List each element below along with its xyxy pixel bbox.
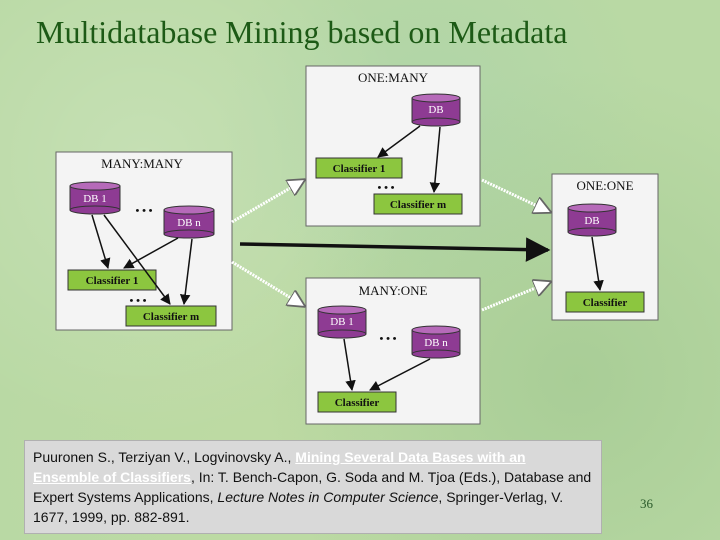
slide-title: Multidatabase Mining based on Metadata (36, 14, 568, 50)
one-many-dots: • • • (377, 182, 394, 194)
many-one-panel: MANY:ONE DB 1 • • • DB n Classifier (305, 277, 481, 425)
many-one-dbn-label: DB n (424, 337, 448, 349)
citation-tail: , Springer-Verlag, V. 1677, 1999, pp. 88… (33, 489, 564, 525)
one-one-title: ONE:ONE (576, 178, 633, 193)
arrow-many-many-to-one-one (239, 237, 551, 262)
many-many-panel: MANY:MANY DB 1 • • • DB n Classifier 1 •… (55, 151, 233, 331)
many-many-db1-cylinder: DB 1 (69, 181, 121, 215)
citation-series: Lecture Notes in Computer Science (217, 489, 439, 505)
many-one-title: MANY:ONE (359, 283, 428, 298)
one-one-arrow (591, 236, 604, 292)
many-one-dots: • • • (379, 333, 396, 345)
citation-authors: Puuronen S., Terziyan V., Logvinovsky A.… (33, 449, 296, 465)
one-many-classifier-1 (315, 157, 403, 179)
many-one-classifier (317, 391, 397, 413)
one-one-panel: ONE:ONE DB Classifier (551, 173, 659, 321)
many-many-classifier-1-label: Classifier 1 (86, 275, 139, 287)
arrow-many-many-to-one-many (231, 180, 304, 224)
one-many-classifier-m (373, 193, 463, 215)
many-one-classifier-label: Classifier (335, 397, 380, 409)
one-many-db-label: DB (428, 104, 443, 116)
many-many-arrow-db1-c1 (91, 214, 111, 270)
many-many-arrow-dbn-cm (179, 238, 193, 306)
one-many-title: ONE:MANY (358, 70, 429, 85)
one-one-classifier (565, 291, 645, 313)
many-many-cls-dots: • • • (129, 295, 146, 307)
many-many-classifier-m (125, 305, 217, 327)
many-one-db1-label: DB 1 (330, 316, 354, 328)
citation-paper-link[interactable]: Mining Several Data Bases with an Ensemb… (33, 449, 526, 485)
many-many-title: MANY:MANY (101, 156, 183, 171)
many-many-classifier-1 (67, 269, 157, 291)
one-many-db-cylinder: DB (411, 93, 461, 127)
many-many-dbn-label: DB n (177, 217, 201, 229)
many-many-dbn-cylinder: DB n (163, 205, 215, 239)
one-one-db-cylinder: DB (567, 203, 617, 237)
one-many-classifier-m-label: Classifier m (390, 199, 446, 211)
citation-after-link: , In: T. Bench-Capon, G. Soda and M. Tjo… (33, 469, 592, 505)
one-one-classifier-label: Classifier (583, 297, 628, 309)
many-many-arrow-dbn-c1 (123, 237, 179, 269)
arrow-one-many-to-one-one (481, 178, 550, 212)
one-many-panel: ONE:MANY DB Classifier 1 • • • Classifie… (305, 65, 481, 227)
many-many-classifier-m-label: Classifier m (143, 311, 199, 323)
many-one-db1-cylinder: DB 1 (317, 305, 367, 339)
many-one-dbn-cylinder: DB n (411, 325, 461, 359)
citation-box: Puuronen S., Terziyan V., Logvinovsky A.… (24, 440, 602, 534)
many-many-db-dots: • • • (135, 205, 152, 217)
one-many-arrow-to-c1 (377, 125, 421, 158)
one-many-arrow-to-cm (429, 126, 441, 194)
page-number: 36 (640, 496, 653, 511)
arrow-many-many-to-many-one (231, 260, 304, 306)
one-many-classifier-1-label: Classifier 1 (333, 163, 386, 175)
many-one-arrow-db1 (343, 338, 356, 392)
many-many-db1-label: DB 1 (83, 193, 107, 205)
many-many-arrow-db1-cm (103, 214, 171, 305)
many-many-frame (55, 151, 233, 331)
many-one-arrow-dbn (369, 358, 431, 391)
one-one-db-label: DB (584, 215, 599, 227)
arrow-many-one-to-one-one (481, 282, 550, 312)
